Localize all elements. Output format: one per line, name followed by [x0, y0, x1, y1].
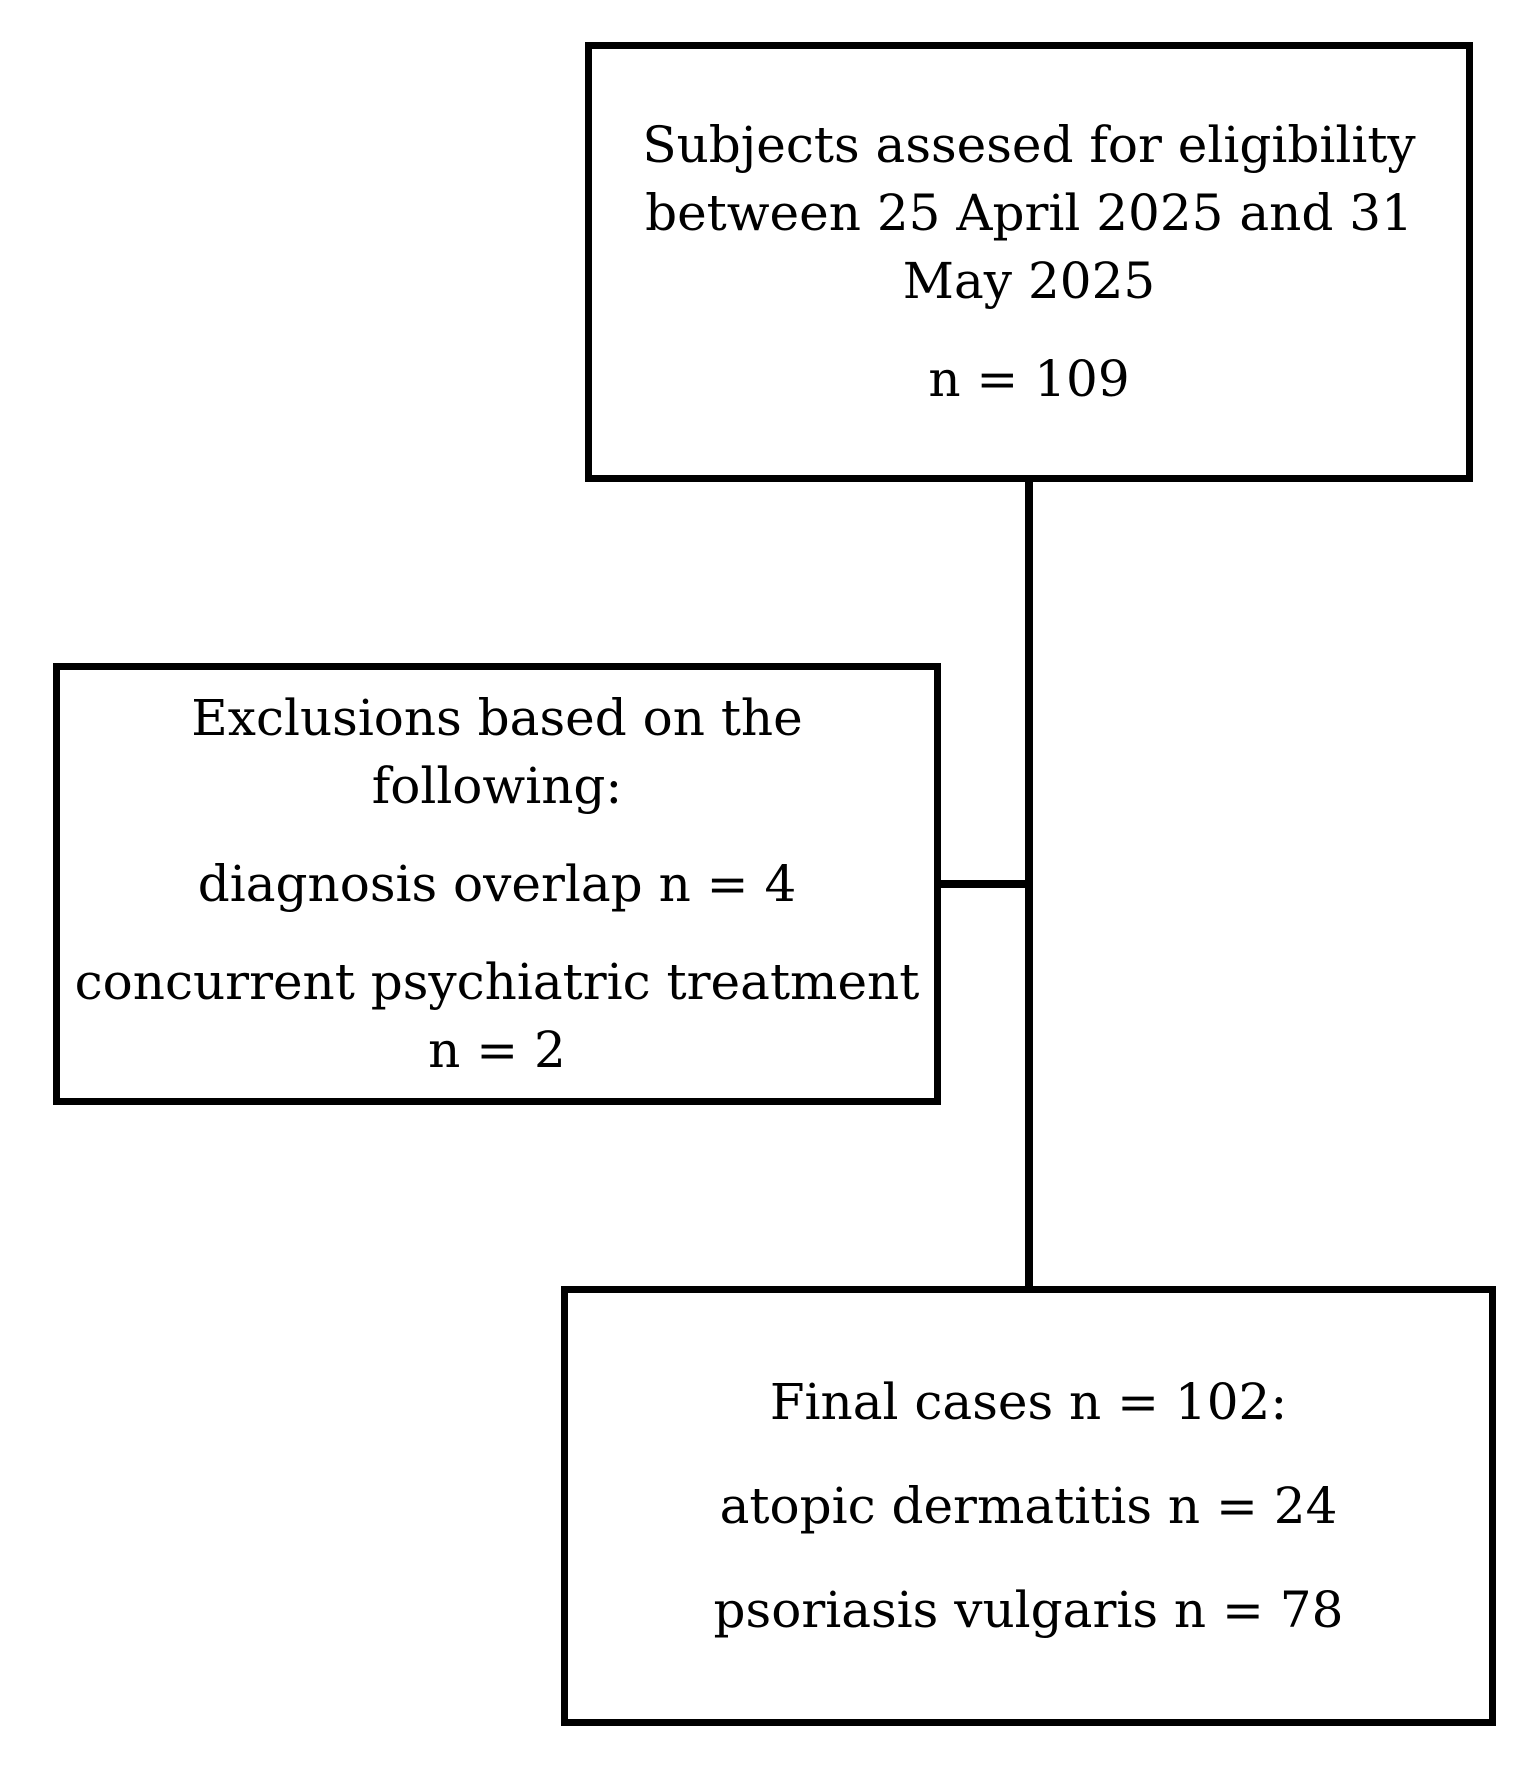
exclusion-item-psychiatric-line1: concurrent psychiatric treatment	[74, 953, 920, 1011]
exclusion-item-psychiatric-line2: n = 2	[428, 1021, 566, 1079]
exclusion-item-diagnosis-overlap: diagnosis overlap n = 4	[197, 855, 797, 913]
enrollment-text-line2: between 25 April 2025 and 31	[645, 184, 1413, 242]
final-item-atopic-dermatitis: atopic dermatitis n = 24	[719, 1477, 1338, 1535]
exclusions-box: Exclusions based on the following: diagn…	[53, 663, 941, 1105]
final-cases-box: Final cases n = 102: atopic dermatitis n…	[561, 1286, 1496, 1726]
final-item-psoriasis-vulgaris: psoriasis vulgaris n = 78	[713, 1581, 1344, 1639]
exclusions-heading-line1: Exclusions based on the	[191, 689, 803, 747]
exclusion-connector	[937, 880, 1031, 888]
enrollment-text-line1: Subjects assesed for eligibility	[642, 116, 1416, 174]
enrollment-text-line3: May 2025	[902, 252, 1156, 310]
final-cases-heading: Final cases n = 102:	[769, 1373, 1288, 1431]
exclusions-heading-line2: following:	[371, 757, 623, 815]
enrollment-count: n = 109	[928, 350, 1130, 408]
enrollment-box: Subjects assesed for eligibility between…	[585, 42, 1473, 482]
